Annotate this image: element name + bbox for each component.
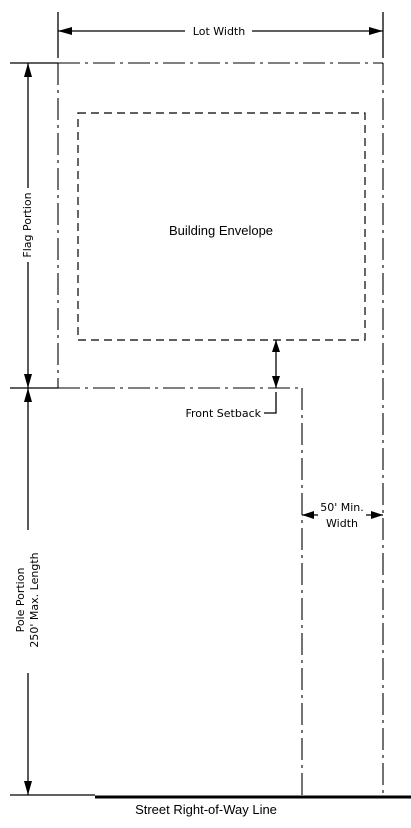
pole-max-length-label: 250' Max. Length	[28, 552, 41, 647]
arrow-up	[272, 340, 280, 352]
front-setback-label: Front Setback	[185, 407, 261, 420]
flag-portion-label: Flag Portion	[21, 192, 34, 257]
min-width-dimension	[302, 511, 383, 519]
pole-portion-dimension	[24, 388, 32, 795]
arrow-right	[369, 27, 383, 35]
arrow-up	[24, 63, 32, 77]
flag-lot-boundary	[57, 62, 383, 389]
street-line-label: Street Right-of-Way Line	[135, 802, 277, 817]
arrow-up	[24, 388, 32, 402]
arrow-down	[24, 781, 32, 795]
flag-portion-dimension	[24, 63, 32, 388]
front-setback-leader	[264, 392, 277, 414]
min-width-label: 50' Min.	[320, 501, 364, 514]
arrow-right	[371, 511, 383, 519]
building-envelope-label: Building Envelope	[169, 223, 273, 238]
min-width-label-width: Width	[326, 517, 358, 530]
pole-portion-label: Pole Portion	[14, 568, 27, 633]
building-envelope	[77, 112, 366, 341]
arrow-down	[272, 376, 280, 388]
lot-width-dimension	[58, 27, 383, 35]
front-setback-dimension	[264, 340, 280, 414]
arrow-left	[58, 27, 72, 35]
lot-width-label: Lot Width	[193, 25, 245, 38]
arrow-left	[302, 511, 314, 519]
arrow-down	[24, 374, 32, 388]
